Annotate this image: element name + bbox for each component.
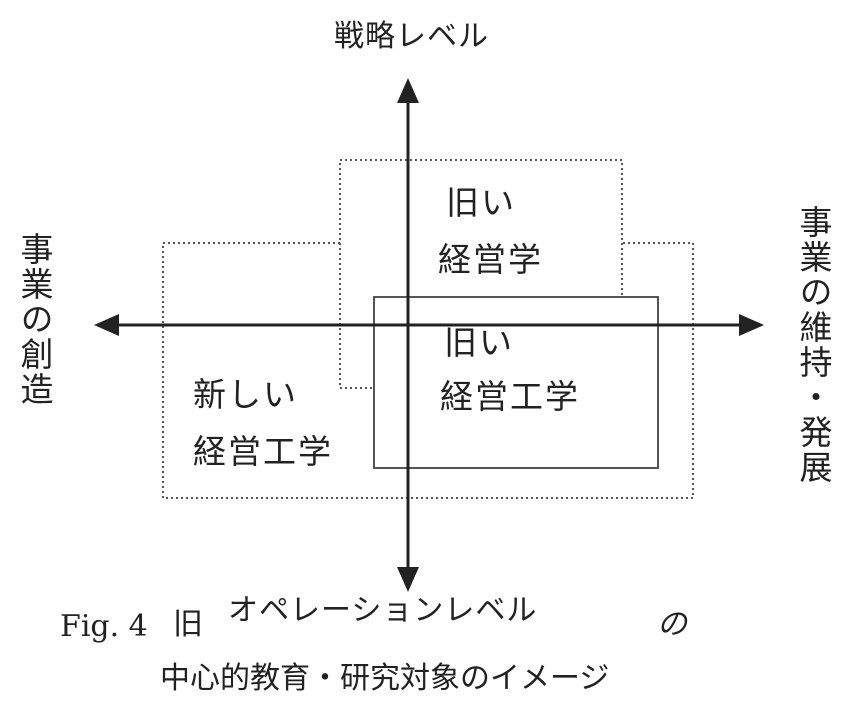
- arrow-left-icon: [94, 314, 119, 336]
- region-old-management-line2: 経営学: [438, 240, 543, 279]
- caption-fragment-old: 旧: [173, 607, 203, 642]
- axis-label-operation-level: オペレーションレベル: [228, 593, 538, 628]
- arrow-up-icon: [397, 78, 419, 103]
- region-new-engineering-line2: 経営工学: [193, 432, 333, 471]
- axis-label-business-creation: 事業の創造: [15, 232, 54, 407]
- region-old-engineering-line1: 旧い: [444, 323, 514, 362]
- axis-label-business-maintenance: 事業の維持・発展: [794, 205, 833, 485]
- axis-label-strategy-level: 戦略レベル: [334, 19, 489, 54]
- region-old-engineering-line2: 経営工学: [440, 377, 580, 416]
- arrow-down-icon: [397, 567, 419, 592]
- caption-fragment-no: の: [657, 607, 687, 642]
- region-old-management-line1: 旧い: [446, 183, 516, 222]
- caption-figure-number: Fig. 4: [60, 609, 148, 644]
- region-new-engineering-line1: 新しい: [193, 375, 298, 414]
- arrow-right-icon: [739, 314, 764, 336]
- caption-line2: 中心的教育・研究対象のイメージ: [160, 661, 610, 696]
